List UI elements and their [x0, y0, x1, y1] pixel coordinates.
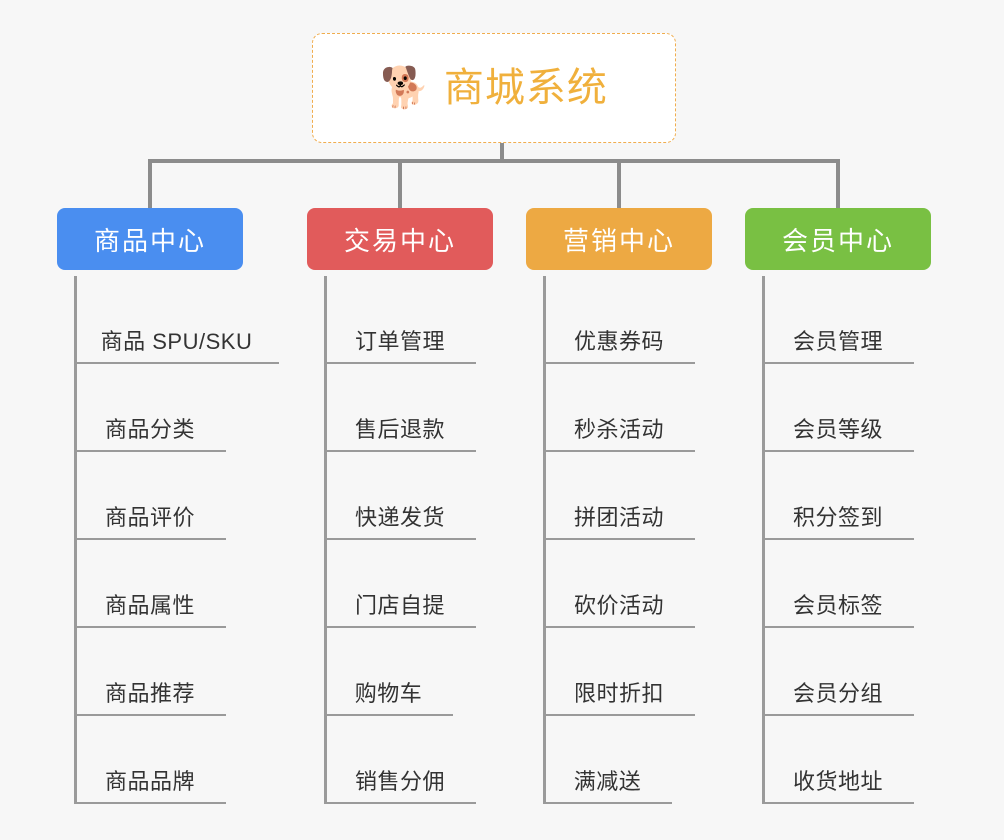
leaf-label: 拼团活动 [573, 505, 664, 530]
shiba-dog-icon: 🐕 [380, 66, 430, 110]
column-spine [324, 276, 327, 804]
category-label: 会员中心 [781, 225, 894, 256]
leaf-underline: 售后退款 [324, 364, 476, 452]
leaf-underline: 满减送 [543, 716, 672, 804]
root-node[interactable]: 🐕 商城系统 [312, 33, 676, 143]
leaf-label: 会员管理 [792, 329, 883, 354]
leaf-item[interactable]: 商品 SPU/SKU [74, 276, 279, 364]
leaf-item[interactable]: 快递发货 [324, 452, 476, 540]
leaf-label: 快递发货 [354, 505, 445, 530]
leaf-item[interactable]: 商品评价 [74, 452, 226, 540]
leaf-underline: 限时折扣 [543, 628, 695, 716]
leaf-label: 订单管理 [354, 329, 445, 354]
leaf-underline: 拼团活动 [543, 452, 695, 540]
leaf-label: 优惠券码 [573, 329, 664, 354]
leaf-item[interactable]: 会员等级 [762, 364, 914, 452]
leaf-item[interactable]: 会员管理 [762, 276, 914, 364]
leaf-underline: 会员等级 [762, 364, 914, 452]
leaf-item[interactable]: 购物车 [324, 628, 453, 716]
leaf-column-marketing-center: 优惠券码秒杀活动拼团活动砍价活动限时折扣满减送 [543, 276, 783, 804]
leaf-label: 商品 SPU/SKU [100, 329, 253, 354]
leaf-underline: 会员管理 [762, 276, 914, 364]
leaf-item[interactable]: 订单管理 [324, 276, 476, 364]
leaf-item[interactable]: 会员标签 [762, 540, 914, 628]
leaf-column-trade-center: 订单管理售后退款快递发货门店自提购物车销售分佣 [324, 276, 564, 804]
leaf-label: 售后退款 [354, 417, 445, 442]
leaf-column-member-center: 会员管理会员等级积分签到会员标签会员分组收货地址 [762, 276, 1002, 804]
category-label: 商品中心 [93, 225, 206, 256]
leaf-underline: 商品品牌 [74, 716, 226, 804]
leaf-item[interactable]: 积分签到 [762, 452, 914, 540]
leaf-underline: 砍价活动 [543, 540, 695, 628]
connector-bus [148, 159, 840, 163]
column-spine [762, 276, 765, 804]
leaf-label: 销售分佣 [354, 769, 445, 794]
leaf-item[interactable]: 商品推荐 [74, 628, 226, 716]
leaf-underline: 商品评价 [74, 452, 226, 540]
column-spine [543, 276, 546, 804]
leaf-underline: 商品分类 [74, 364, 226, 452]
leaf-underline: 优惠券码 [543, 276, 695, 364]
leaf-item[interactable]: 拼团活动 [543, 452, 695, 540]
leaf-underline: 秒杀活动 [543, 364, 695, 452]
leaf-label: 砍价活动 [573, 593, 664, 618]
leaf-item[interactable]: 砍价活动 [543, 540, 695, 628]
leaf-label: 商品属性 [104, 593, 195, 618]
leaf-item[interactable]: 会员分组 [762, 628, 914, 716]
connector-drop-4 [836, 159, 840, 208]
leaf-underline: 销售分佣 [324, 716, 476, 804]
leaf-underline: 会员标签 [762, 540, 914, 628]
connector-drop-2 [398, 159, 402, 208]
leaf-item[interactable]: 限时折扣 [543, 628, 695, 716]
leaf-item[interactable]: 商品分类 [74, 364, 226, 452]
category-box-marketing-center[interactable]: 营销中心 [526, 208, 712, 270]
leaf-underline: 订单管理 [324, 276, 476, 364]
leaf-label: 收货地址 [792, 769, 883, 794]
leaf-label: 会员等级 [792, 417, 883, 442]
leaf-label: 会员分组 [792, 681, 883, 706]
connector-drop-1 [148, 159, 152, 208]
category-box-product-center[interactable]: 商品中心 [57, 208, 243, 270]
category-box-trade-center[interactable]: 交易中心 [307, 208, 493, 270]
leaf-underline: 快递发货 [324, 452, 476, 540]
leaf-underline: 门店自提 [324, 540, 476, 628]
leaf-underline: 购物车 [324, 628, 453, 716]
leaf-column-product-center: 商品 SPU/SKU 商品分类商品评价商品属性商品推荐商品品牌 [74, 276, 314, 804]
leaf-underline: 商品属性 [74, 540, 226, 628]
leaf-label: 购物车 [354, 681, 423, 706]
leaf-underline: 商品 SPU/SKU [74, 276, 279, 364]
category-label: 营销中心 [562, 225, 675, 256]
leaf-label: 秒杀活动 [573, 417, 664, 442]
leaf-item[interactable]: 满减送 [543, 716, 672, 804]
leaf-label: 商品品牌 [104, 769, 195, 794]
leaf-item[interactable]: 售后退款 [324, 364, 476, 452]
leaf-label: 积分签到 [792, 505, 883, 530]
leaf-underline: 商品推荐 [74, 628, 226, 716]
leaf-item[interactable]: 收货地址 [762, 716, 914, 804]
connector-root-stem [500, 143, 504, 162]
leaf-underline: 会员分组 [762, 628, 914, 716]
leaf-item[interactable]: 优惠券码 [543, 276, 695, 364]
leaf-label: 限时折扣 [573, 681, 664, 706]
leaf-item[interactable]: 销售分佣 [324, 716, 476, 804]
connector-drop-3 [617, 159, 621, 208]
leaf-label: 门店自提 [354, 593, 445, 618]
leaf-label: 商品分类 [104, 417, 195, 442]
category-label: 交易中心 [343, 225, 456, 256]
leaf-label: 商品推荐 [104, 681, 195, 706]
leaf-label: 商品评价 [104, 505, 195, 530]
leaf-label: 会员标签 [792, 593, 883, 618]
leaf-underline: 积分签到 [762, 452, 914, 540]
leaf-label: 满减送 [573, 769, 642, 794]
leaf-item[interactable]: 秒杀活动 [543, 364, 695, 452]
leaf-item[interactable]: 商品品牌 [74, 716, 226, 804]
leaf-underline: 收货地址 [762, 716, 914, 804]
root-title: 商城系统 [443, 66, 608, 110]
leaf-item[interactable]: 商品属性 [74, 540, 226, 628]
category-box-member-center[interactable]: 会员中心 [745, 208, 931, 270]
column-spine [74, 276, 77, 804]
leaf-item[interactable]: 门店自提 [324, 540, 476, 628]
